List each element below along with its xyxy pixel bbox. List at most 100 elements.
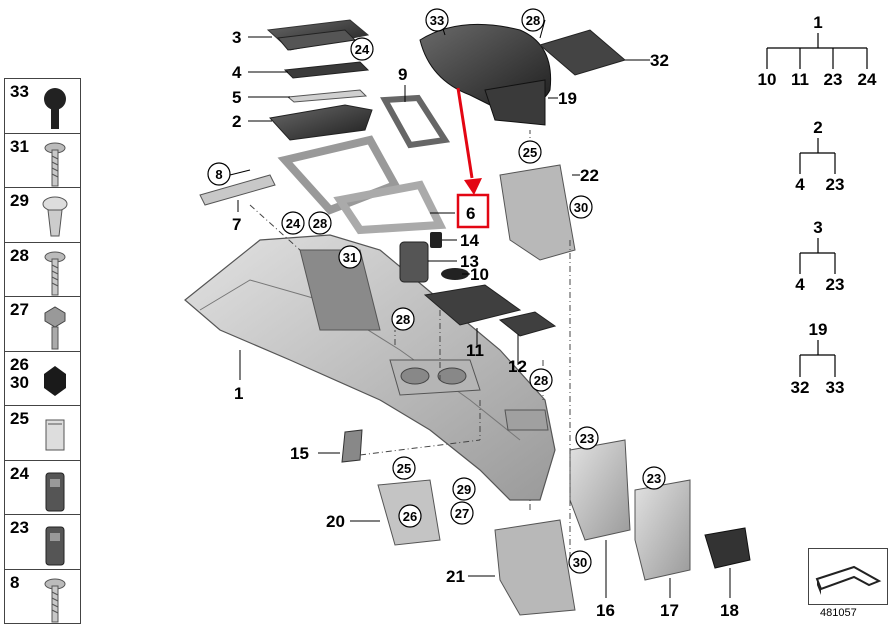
tree-parent-label: 19 <box>809 320 828 339</box>
clip-icon <box>40 467 70 519</box>
brackets <box>341 164 576 616</box>
circled-callout: 25 <box>518 140 542 164</box>
circled-callout: 24 <box>350 37 374 61</box>
expansion-rivet-icon <box>40 194 70 246</box>
circled-callout-label: 24 <box>355 42 370 57</box>
callout-17: 17 <box>660 601 679 620</box>
circled-callout: 27 <box>450 501 474 525</box>
callout-21: 21 <box>446 567 465 586</box>
callout-circle <box>518 140 542 164</box>
circled-callout-label: 8 <box>215 167 222 182</box>
tree-parent-label: 2 <box>813 118 822 137</box>
callout-circle <box>350 37 374 61</box>
callout-circle <box>425 8 449 32</box>
circled-callout: 28 <box>529 368 553 392</box>
legend-number: 23 <box>10 519 29 537</box>
circled-callout-label: 26 <box>403 509 417 524</box>
circled-callout-label: 30 <box>573 555 587 570</box>
callout-19: 19 <box>558 89 577 108</box>
circled-callout-label: 25 <box>397 461 411 476</box>
legend-number-label: 26 <box>10 354 29 374</box>
callout-circle <box>642 466 666 490</box>
circled-callout-label: 28 <box>313 216 327 231</box>
legend-number-label: 25 <box>10 409 29 428</box>
legend-number-label: 31 <box>10 136 29 156</box>
legend-number-label: 29 <box>10 191 29 210</box>
legend-number: 33 <box>10 83 29 101</box>
callout-7: 7 <box>232 215 241 234</box>
rear-trim-panels <box>569 439 751 581</box>
callout-10: 10 <box>470 265 489 284</box>
callout-circle <box>521 8 545 32</box>
legend-row: 27 <box>5 297 80 352</box>
circled-callout: 28 <box>521 8 545 32</box>
legend-row: 33 <box>5 79 80 134</box>
legend-number-label: 30 <box>10 372 29 392</box>
legend-number: 31 <box>10 136 29 156</box>
legend-row: 28 <box>5 243 80 297</box>
tree-child-label: 4 <box>795 275 805 294</box>
circled-callout: 29 <box>452 477 476 501</box>
circled-callout: 25 <box>392 456 416 480</box>
legend-row: 8 <box>5 570 80 624</box>
callout-circle <box>392 456 416 480</box>
callout-2: 2 <box>232 112 241 131</box>
callout-circle <box>529 368 553 392</box>
legend-row: 24 <box>5 461 80 519</box>
callout-circle <box>568 550 592 574</box>
tree-child-label: 10 <box>758 70 777 89</box>
tree-child-label: 32 <box>791 378 810 397</box>
legend-number-label: 28 <box>10 245 29 265</box>
tree-parent-label: 3 <box>813 218 822 237</box>
legend-number-label: 8 <box>10 572 20 592</box>
callout-18: 18 <box>720 601 739 620</box>
legend-row: 25 <box>5 406 80 461</box>
tree-parent-label: 1 <box>813 13 822 32</box>
legend-number: 28 <box>10 245 29 265</box>
document-number: 481057 <box>820 607 857 619</box>
callout-4: 4 <box>232 63 242 82</box>
spring-nut-icon <box>40 412 70 464</box>
circled-callout-label: 31 <box>343 250 357 265</box>
circled-callout: 30 <box>568 550 592 574</box>
document-icon-box <box>808 548 888 605</box>
tree-child-label: 23 <box>824 70 843 89</box>
legend-row: 29 <box>5 188 80 243</box>
callout-9: 9 <box>398 65 407 84</box>
circled-callout: 31 <box>338 245 362 269</box>
circled-callout: 28 <box>308 211 332 235</box>
callout-11: 11 <box>466 341 484 360</box>
legend-row: 23 <box>5 515 80 570</box>
legend-number: 8 <box>10 572 20 592</box>
callout-circle <box>338 245 362 269</box>
circled-callout: 33 <box>425 8 449 32</box>
tree-node: 3 4 23 <box>795 218 844 294</box>
circled-callout-label: 25 <box>523 145 537 160</box>
tree-child-label: 23 <box>826 275 845 294</box>
callout-circle <box>575 426 599 450</box>
callout-circle <box>569 195 593 219</box>
legend-number: 27 <box>10 301 29 319</box>
callout-circle <box>398 504 422 528</box>
callout-16: 16 <box>596 601 615 620</box>
callout-6: 6 <box>466 204 475 223</box>
knob-icon <box>40 85 70 137</box>
circled-callout: 23 <box>642 466 666 490</box>
circled-callout: 30 <box>569 195 593 219</box>
legend-row: 31 <box>5 134 80 188</box>
circled-callout: 26 <box>398 504 422 528</box>
circled-callout-label: 29 <box>457 482 471 497</box>
callouts: 1 2 3 4 5 6 7 9 10 11 12 13 14 15 16 17 … <box>232 28 739 620</box>
circled-callout-label: 23 <box>647 471 661 486</box>
circled-callout-label: 30 <box>574 200 588 215</box>
callout-1: 1 <box>234 384 243 403</box>
circled-callout: 24 <box>281 211 305 235</box>
callout-12: 12 <box>508 357 527 376</box>
callout-circle <box>450 501 474 525</box>
callout-circle <box>207 162 231 186</box>
